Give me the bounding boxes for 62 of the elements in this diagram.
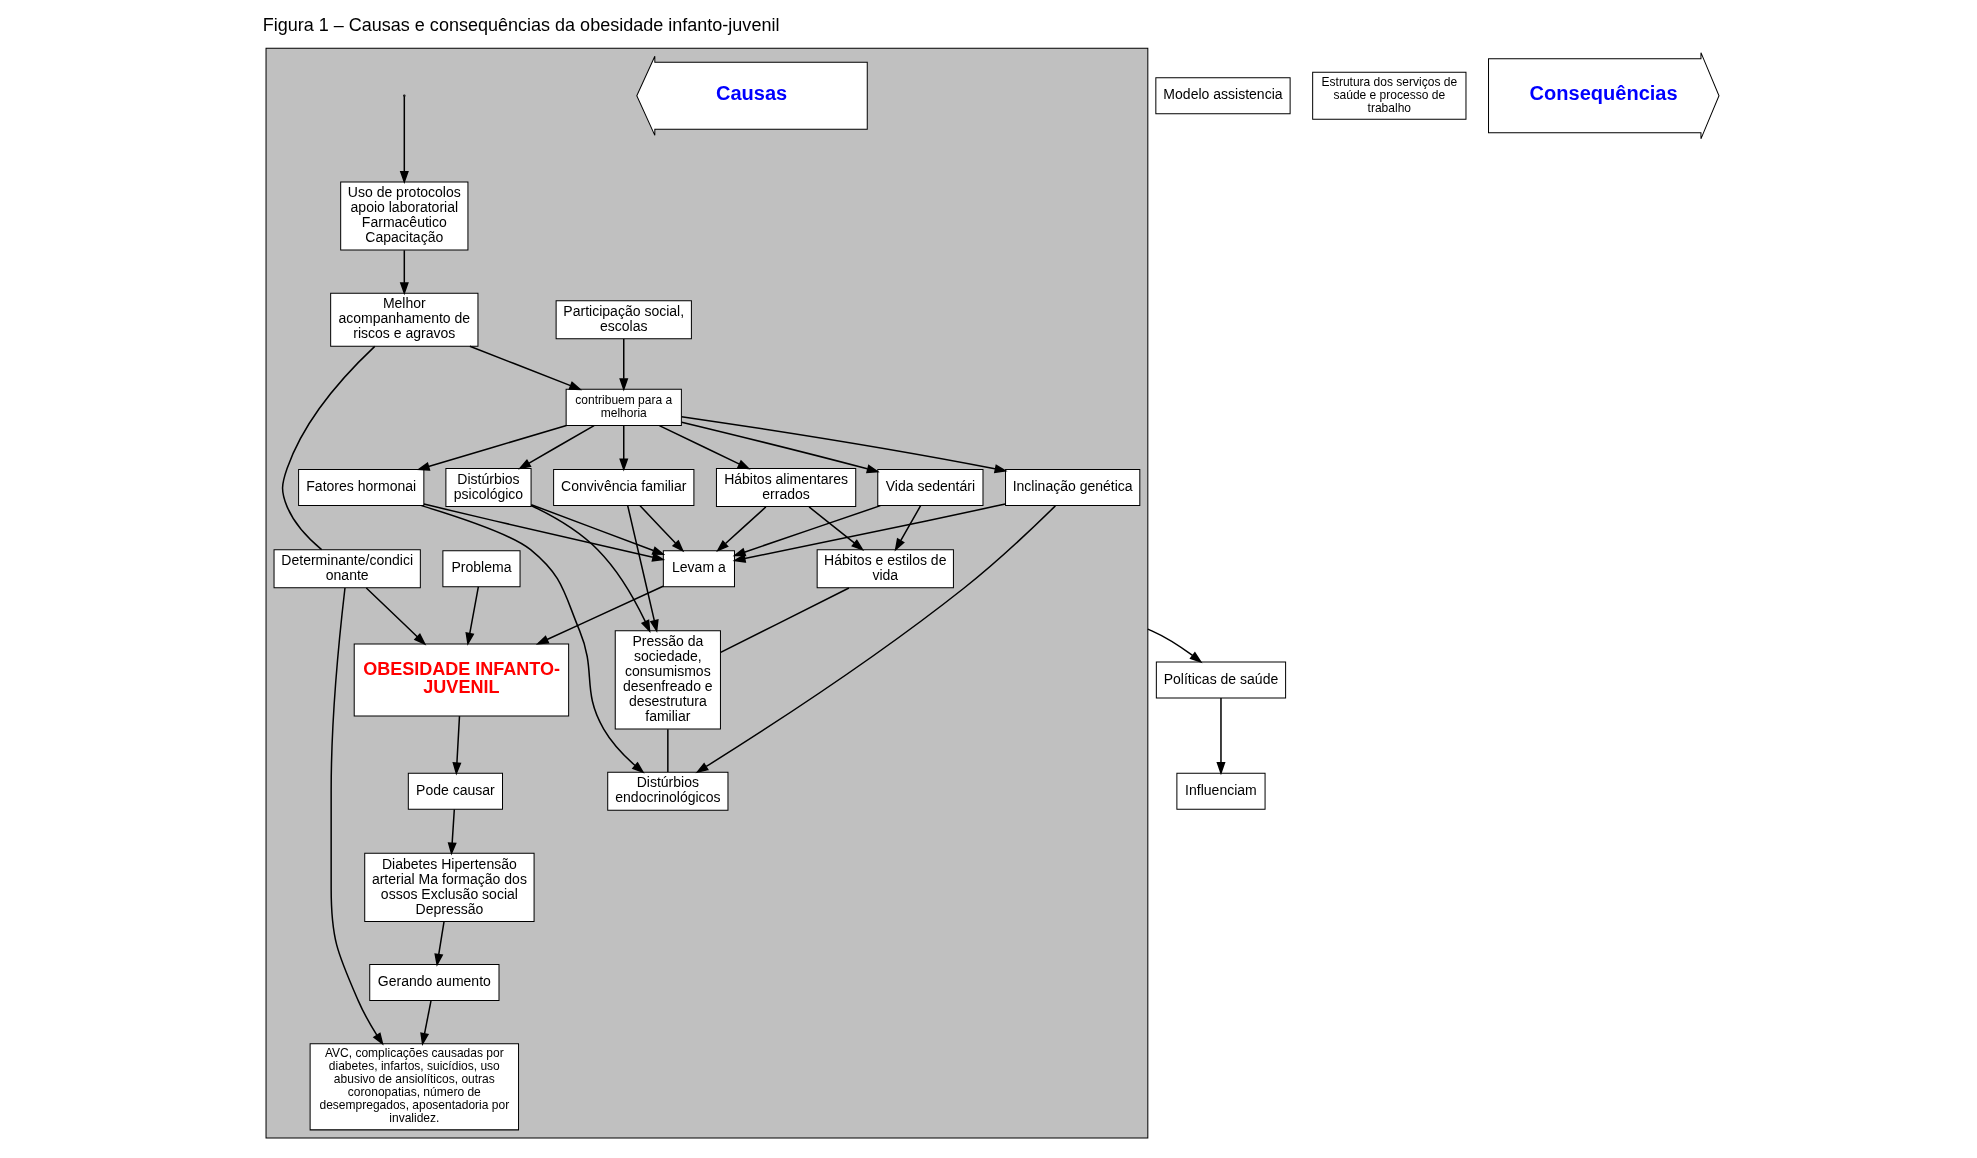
arrow — [420, 504, 645, 774]
arrow — [680, 415, 1008, 474]
arrow — [416, 424, 568, 471]
arrow — [530, 503, 666, 556]
connector — [667, 728, 669, 773]
node-box: Influenciam — [1176, 772, 1266, 810]
arrow — [639, 505, 685, 553]
arrow — [399, 96, 409, 184]
arrow — [1216, 697, 1226, 776]
arrow — [808, 506, 865, 551]
node-box: Hábitos alimentares errados — [715, 468, 857, 508]
node-box: Distúrbios psicológico — [445, 468, 532, 508]
connector — [281, 345, 376, 551]
node-box: contribuem para a melhoria — [565, 388, 682, 426]
node-box: AVC, complicações causadas por diabetes, infartos, suicídios, uso abusivo de ansiolíticos, outras coronopatias, número de desempregados, aposentadoria por invalidez. — [309, 1043, 520, 1131]
node-box: Fatores hormonai — [298, 469, 425, 507]
arrow — [447, 808, 457, 856]
arrow — [627, 505, 659, 633]
node-box: OBESIDADE INFANTO-JUVENIL — [353, 643, 570, 717]
arrow — [365, 587, 427, 646]
node-box: Determinante/condicionante — [273, 549, 421, 589]
arrow — [680, 421, 880, 474]
node-box: Inclinação genética — [1005, 469, 1141, 507]
node-box: Melhor acompanhamento de riscos e agravos — [330, 292, 479, 347]
arrow — [465, 586, 480, 646]
node-box: Políticas de saúde — [1155, 661, 1287, 699]
arrow — [658, 424, 751, 470]
arrow — [399, 249, 409, 296]
node-box: Estrutura dos serviços de saúde e processo de trabalho — [1312, 71, 1467, 120]
arrow — [420, 1000, 432, 1046]
arrow — [530, 504, 651, 633]
node-box: Uso de protocolos apoio laboratorial Farmacêutico Capacitação — [340, 181, 469, 251]
node-box: Hábitos e estilos de vida — [816, 549, 954, 589]
node-box: Diabetes Hipertensão arterial Ma formação dos ossos Exclusão social Depressão — [364, 852, 535, 922]
arrow — [330, 587, 384, 1046]
arrow — [469, 345, 583, 391]
arrow — [434, 920, 445, 967]
arrow — [423, 503, 666, 562]
node-box: Pressão da sociedade, consumismos desenfreado e desestrutura familiar — [614, 630, 721, 730]
arrow — [619, 425, 629, 472]
node-box: Distúrbios endocrinológicos — [607, 771, 729, 811]
node-box: Gerando aumento — [369, 964, 500, 1002]
arrow — [894, 505, 922, 552]
node-box: Modelo assistencia — [1155, 77, 1291, 115]
connector — [719, 587, 850, 654]
node-box: Vida sedentári — [877, 469, 984, 507]
arrow — [452, 715, 462, 776]
arrow — [619, 338, 629, 392]
node-box: Problema — [442, 550, 521, 588]
arrow — [518, 424, 595, 470]
cluster — [265, 47, 1149, 1139]
arrow — [1147, 628, 1203, 664]
arrow — [716, 506, 767, 553]
arrow — [695, 505, 1057, 774]
diagram-title: Figura 1 – Causas e consequências da obesidade infanto-juvenil — [262, 14, 780, 35]
node-box: Levam a — [662, 550, 735, 588]
arrow — [732, 504, 882, 557]
node-box: Participação social, escolas — [555, 300, 692, 340]
node-box: Pode causar — [407, 772, 503, 810]
arrow — [535, 585, 664, 645]
arrow — [732, 503, 1007, 563]
node-box: Convivência familiar — [553, 469, 695, 507]
